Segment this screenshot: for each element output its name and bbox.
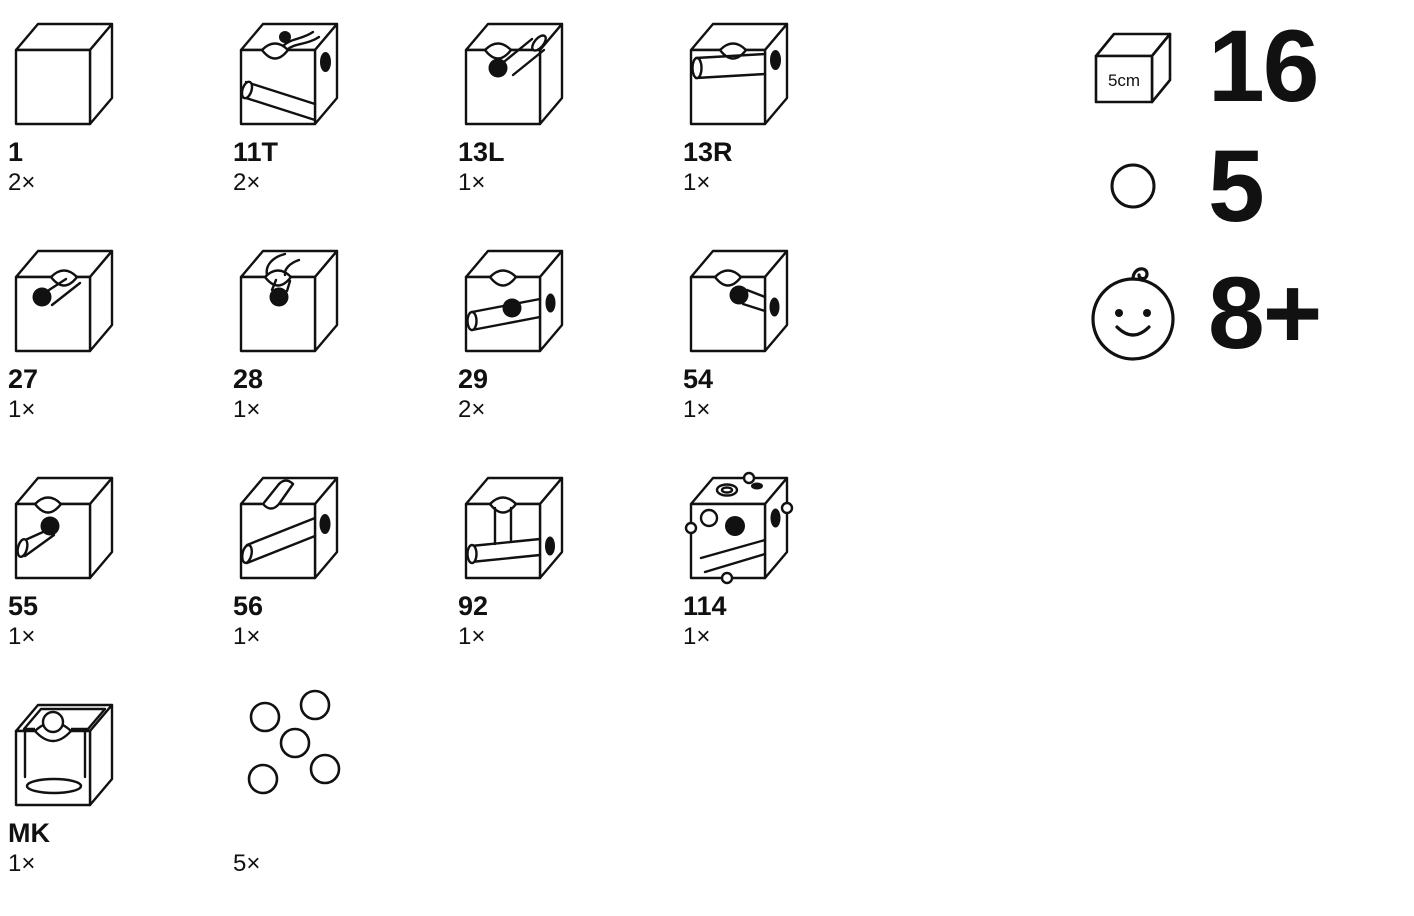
cube-block-55-icon	[14, 476, 114, 580]
part-id: 54	[683, 364, 714, 394]
marbles-icon	[247, 689, 341, 795]
cube-block-13L-icon	[464, 22, 564, 126]
part-qty: 1×	[8, 396, 36, 423]
cube-block-11T-icon	[239, 22, 339, 126]
part-item-92: 92 1×	[458, 462, 683, 689]
cube-block-1-icon	[14, 22, 114, 126]
part-item-13L: 13L 1×	[458, 8, 683, 235]
baby-face-icon	[1058, 261, 1208, 365]
part-item-13R: 13R 1×	[683, 8, 908, 235]
part-id: 13L	[458, 137, 505, 167]
summary-marbles-row: 5	[1058, 128, 1408, 244]
part-qty: 1×	[683, 396, 711, 423]
part-qty: 1×	[683, 169, 711, 196]
part-item-1: 1 2×	[8, 8, 233, 235]
part-id: 27	[8, 364, 39, 394]
cube-block-54-icon	[689, 249, 789, 353]
part-item-11T: 11T 2×	[233, 8, 458, 235]
part-qty: 1×	[8, 623, 36, 650]
parts-grid: 1 2× 11T 2×	[8, 8, 908, 916]
cube-block-114-icon	[684, 471, 794, 585]
part-qty: 2×	[8, 169, 36, 196]
part-item-29: 29 2×	[458, 235, 683, 462]
part-qty: 2×	[458, 396, 486, 423]
summary-panel: 5cm 16 5	[1058, 10, 1408, 382]
part-item-MK: MK 1×	[8, 689, 233, 916]
part-qty: 1×	[233, 396, 261, 423]
marbles-item: 5×	[233, 689, 458, 916]
marble-icon	[1058, 160, 1208, 212]
part-item-56: 56 1×	[233, 462, 458, 689]
part-item-27: 27 1×	[8, 235, 233, 462]
part-qty: 1×	[683, 623, 711, 650]
cube-block-13R-icon	[689, 22, 789, 126]
cube-block-MK-icon	[14, 703, 114, 807]
part-id: 92	[458, 591, 489, 621]
cube-block-29-icon	[464, 249, 564, 353]
part-id: MK	[8, 818, 50, 848]
part-item-54: 54 1×	[683, 235, 908, 462]
cube-size-icon: 5cm	[1058, 28, 1208, 104]
cube-block-27-icon	[14, 249, 114, 353]
part-qty: 5×	[233, 850, 261, 877]
cube-size-label: 5cm	[1108, 71, 1140, 90]
part-id: 13R	[683, 137, 733, 167]
part-item-55: 55 1×	[8, 462, 233, 689]
cube-count: 16	[1208, 9, 1319, 123]
part-item-28: 28 1×	[233, 235, 458, 462]
cube-block-28-icon	[239, 249, 339, 353]
part-qty: 2×	[233, 169, 261, 196]
summary-cubes-row: 5cm 16	[1058, 10, 1408, 122]
summary-age-row: 8+	[1058, 250, 1408, 376]
part-qty: 1×	[458, 169, 486, 196]
part-id: 55	[8, 591, 39, 621]
part-id: 56	[233, 591, 264, 621]
part-qty: 1×	[233, 623, 261, 650]
age-rating: 8+	[1208, 256, 1322, 370]
marble-count: 5	[1208, 129, 1265, 243]
part-qty: 1×	[458, 623, 486, 650]
part-id: 29	[458, 364, 489, 394]
part-item-114: 114 1×	[683, 462, 908, 689]
part-id: 11T	[233, 137, 279, 167]
cube-block-56-icon	[239, 476, 339, 580]
cube-block-92-icon	[464, 476, 564, 580]
part-qty: 1×	[8, 850, 36, 877]
part-id: 114	[683, 591, 727, 621]
part-id: 28	[233, 364, 264, 394]
part-id: 1	[8, 137, 24, 167]
